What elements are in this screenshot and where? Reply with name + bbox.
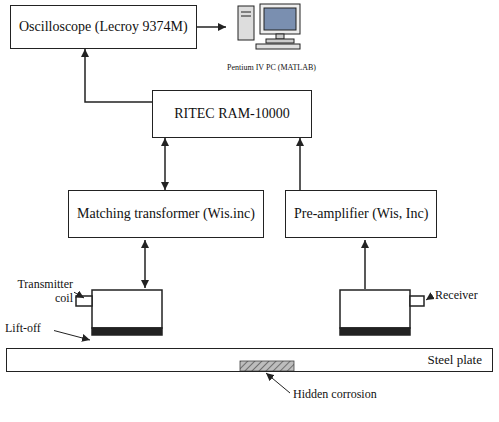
part-label: Receiver (434, 289, 498, 303)
node-text: RITEC RAM-10000 (174, 106, 290, 123)
computer-icon: Pentium IV PC (MATLAB) (226, 0, 317, 72)
corrosion-patch (240, 361, 294, 371)
node-text: Pentium IV PC (MATLAB) (226, 63, 317, 72)
transmitter-probe (76, 290, 162, 335)
process-box: RITEC RAM-10000 (152, 90, 312, 138)
steel-plate: Steel plate (6, 348, 493, 372)
part-label: Hidden corrosion (292, 388, 404, 402)
part-label: Transmitter coil (4, 278, 74, 306)
node-text: Steel plate (427, 353, 482, 367)
signal-arrow (85, 49, 152, 102)
signal-arrow (197, 26, 226, 28)
pc-icon (238, 4, 300, 49)
instrument-box: Oscilloscope (Lecroy 9374M) (10, 5, 197, 49)
receiver-wire (364, 240, 366, 289)
node-text: Oscilloscope (Lecroy 9374M) (19, 19, 188, 36)
signal-arrow (164, 138, 166, 190)
process-box: Matching transformer (Wis.inc) (68, 190, 264, 238)
receiver-probe (340, 290, 424, 335)
part-label: Lift-off (4, 322, 54, 336)
signal-arrow (299, 138, 301, 190)
node-text: Matching transformer (Wis.inc) (77, 206, 255, 223)
node-text: Pre-amplifier (Wis, Inc) (294, 206, 428, 223)
leader-lines (52, 291, 432, 393)
transmitter-wire (144, 240, 146, 288)
process-box: Pre-amplifier (Wis, Inc) (285, 190, 437, 238)
